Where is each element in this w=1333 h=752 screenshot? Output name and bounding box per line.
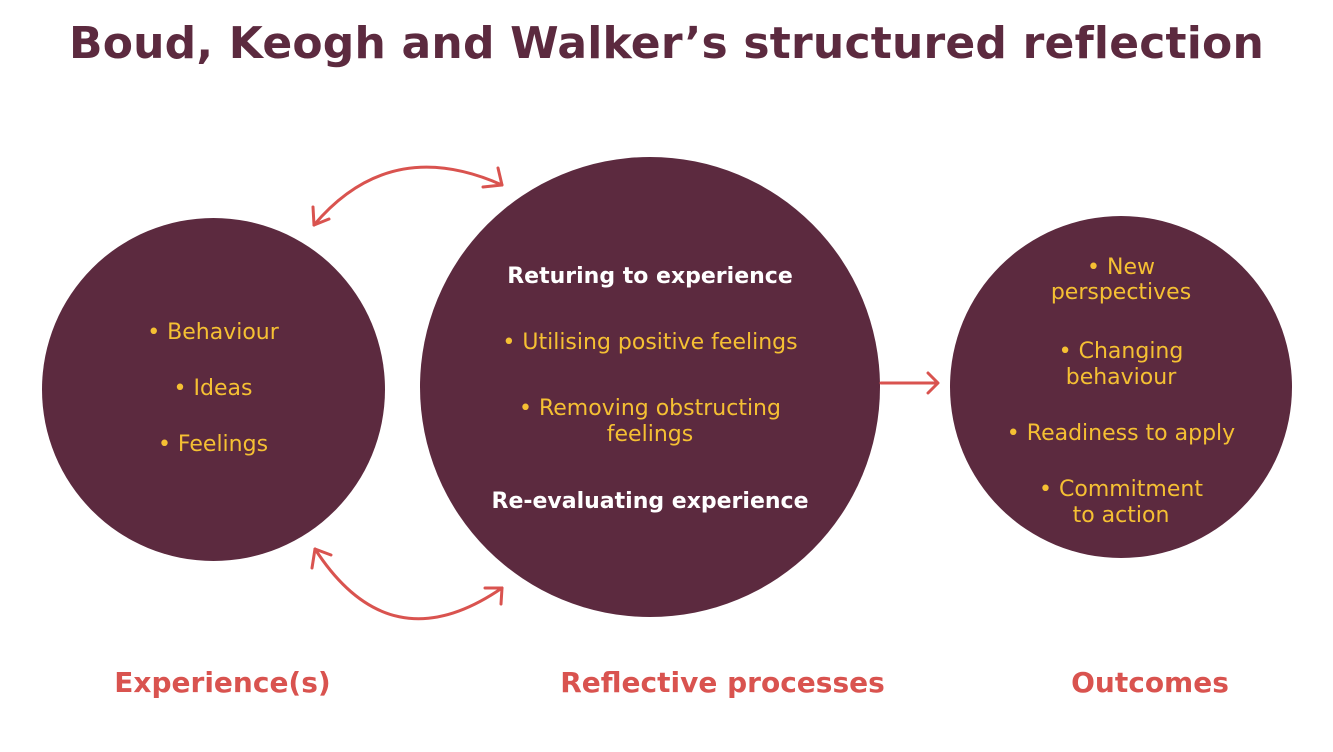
reflective-item-obstructing-feelings-line2: feelings — [606, 422, 694, 447]
experience-item-feelings: • Feelings — [157, 432, 269, 457]
right-arrow-icon — [879, 371, 940, 395]
outcome-commitment-line1: • Commitment — [1039, 477, 1203, 502]
outcome-readiness-to-apply: • Readiness to apply — [1006, 421, 1236, 446]
bottom-double-arrow-icon — [310, 547, 504, 621]
outcomes-circle — [950, 216, 1292, 558]
reflective-heading-returning: Returing to experience — [507, 264, 793, 289]
outcome-commitment-line2: to action — [1072, 503, 1170, 528]
experience-circle — [42, 218, 385, 561]
reflective-item-positive-feelings: • Utilising positive feelings — [502, 330, 798, 355]
label-reflective-processes: Reflective processes — [560, 666, 885, 699]
reflective-processes-circle — [420, 157, 880, 617]
outcome-changing-behaviour-line2: behaviour — [1065, 365, 1177, 390]
reflective-heading-reevaluating: Re-evaluating experience — [491, 489, 809, 514]
reflective-item-obstructing-feelings-line1: • Removing obstructing — [519, 396, 781, 421]
top-double-arrow-icon — [311, 165, 504, 227]
experience-item-ideas: • Ideas — [173, 376, 253, 401]
outcome-new-perspectives-line2: perspectives — [1050, 280, 1192, 305]
label-outcomes: Outcomes — [1071, 666, 1229, 699]
experience-item-behaviour: • Behaviour — [147, 320, 279, 345]
outcome-changing-behaviour-line1: • Changing — [1058, 339, 1184, 364]
diagram-title: Boud, Keogh and Walker’s structured refl… — [68, 18, 1264, 69]
outcome-new-perspectives-line1: • New — [1087, 255, 1155, 280]
label-experiences: Experience(s) — [114, 666, 331, 699]
